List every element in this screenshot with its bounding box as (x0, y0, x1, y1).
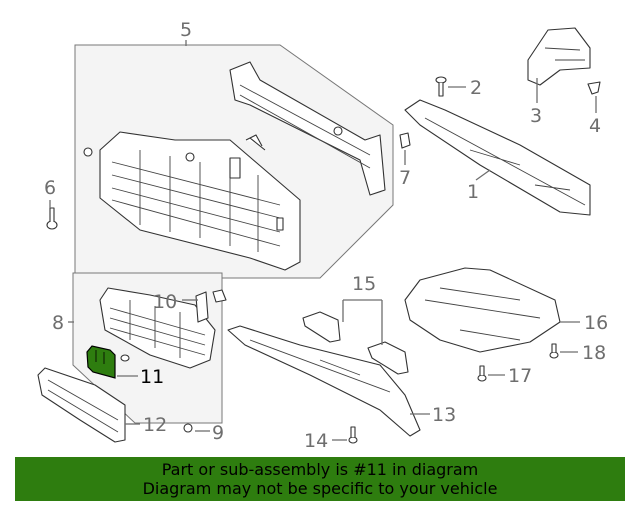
callout-18: 18 (582, 342, 606, 364)
callout-11: 11 (140, 366, 164, 388)
leader-lines (49, 40, 597, 441)
part-1-deflector (404, 99, 591, 216)
callout-8: 8 (52, 312, 64, 334)
callout-6: 6 (44, 177, 56, 199)
part-4-clip (587, 81, 601, 95)
part-2-pin (435, 76, 447, 97)
callout-17: 17 (508, 365, 532, 387)
part-14-pin (348, 426, 358, 444)
callout-9: 9 (212, 422, 224, 444)
part-3-bracket (527, 27, 591, 86)
part-16-splash-shield (404, 267, 561, 353)
callout-7: 7 (399, 167, 411, 189)
banner-line-1: Part or sub-assembly is #11 in diagram (161, 460, 479, 479)
parts-diagram: 5 2 3 4 1 6 7 8 10 11 12 9 15 13 14 16 1… (37, 19, 608, 452)
callout-1: 1 (467, 181, 479, 203)
callout-5: 5 (180, 19, 192, 41)
part-17-fastener (477, 365, 487, 382)
part-18-fastener (549, 343, 559, 359)
radiator-support-assembly (83, 61, 386, 271)
banner-line-2: Diagram may not be specific to your vehi… (142, 479, 498, 498)
part-9-screw (183, 423, 193, 433)
callout-3: 3 (530, 105, 542, 127)
callout-12: 12 (143, 414, 167, 436)
part-8-shutter-assembly (99, 287, 216, 369)
callout-14: 14 (304, 430, 328, 452)
part-10-actuator (195, 289, 227, 323)
part-13-lower-deflector (227, 325, 421, 437)
part-8-bolt (120, 354, 130, 362)
callout-13: 13 (432, 404, 456, 426)
callout-2: 2 (470, 77, 482, 99)
callout-10: 10 (153, 291, 177, 313)
callout-4: 4 (589, 115, 601, 137)
callout-16: 16 (584, 312, 608, 334)
part-6-bolt (46, 207, 58, 230)
part-12-lower-grille (37, 367, 126, 443)
part-15-brackets (302, 311, 409, 375)
part-11-bracket-highlighted (86, 345, 116, 379)
callout-labels: 5 2 3 4 1 6 7 8 10 11 12 9 15 13 14 16 1… (44, 19, 608, 452)
part-7-clip (399, 132, 411, 149)
callout-15: 15 (352, 273, 376, 295)
info-banner: Part or sub-assembly is #11 in diagram D… (15, 457, 625, 501)
